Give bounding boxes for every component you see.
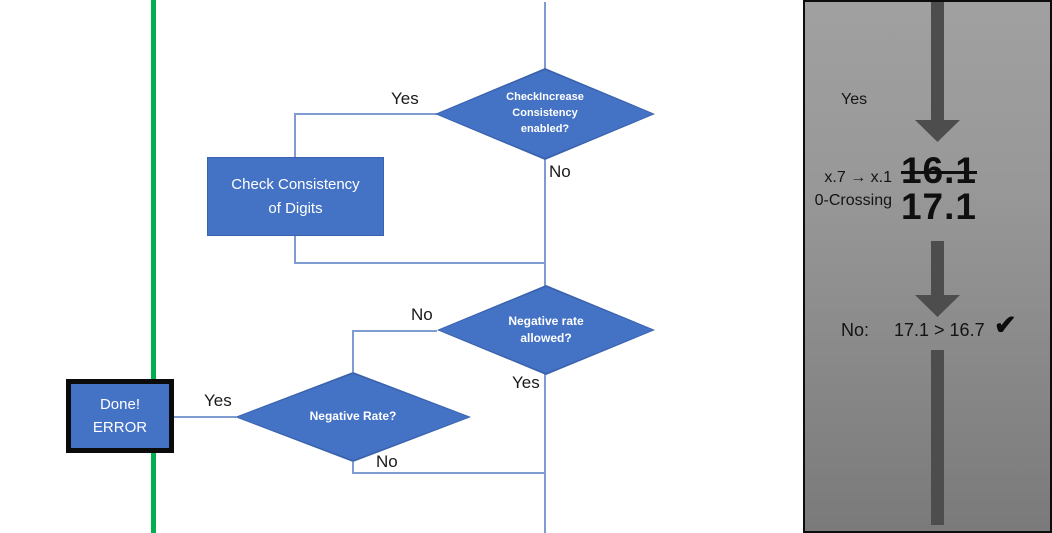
decision-negative-rate: Negative Rate? bbox=[235, 372, 471, 462]
process-check-consistency-of-digits: Check Consistency of Digits bbox=[207, 157, 384, 236]
yes1-connector-horizontal bbox=[295, 113, 437, 115]
green-guide-line bbox=[151, 0, 156, 533]
no3-connector-horizontal bbox=[352, 472, 545, 474]
checkmark-icon: ✔ bbox=[994, 310, 1017, 340]
decision2-text-line2: allowed? bbox=[520, 331, 572, 345]
terminator-done-error: Done! ERROR bbox=[66, 379, 174, 453]
decision-check-increase-consistency: CheckIncrease Consistency enabled? bbox=[435, 68, 655, 160]
decision-negative-rate-allowed: Negative rate allowed? bbox=[437, 285, 655, 375]
done-text-line2: ERROR bbox=[92, 419, 148, 436]
process-out-connector-horizontal bbox=[294, 262, 545, 264]
down-arrow-shaft-3 bbox=[931, 350, 944, 525]
old-value-strikethrough: 16.1 bbox=[900, 150, 977, 191]
yes1-connector-vertical bbox=[294, 113, 296, 157]
decision2-text-line1: Negative rate bbox=[508, 313, 584, 328]
down-arrow-head-1 bbox=[915, 120, 960, 142]
decision1-text-line1: CheckIncrease bbox=[506, 91, 584, 104]
decision1-text-line2: Consistency bbox=[512, 107, 578, 120]
new-value: 17.1 bbox=[900, 186, 977, 227]
crossing-annotation-line1: x.7 → x.1 bbox=[824, 169, 892, 186]
down-arrow-head-2 bbox=[915, 295, 960, 317]
main-vertical-connector bbox=[544, 2, 546, 533]
branch-label-no2: No bbox=[411, 305, 433, 324]
no2-connector-vertical bbox=[352, 330, 354, 372]
crossing-annotation: x.7 → x.1 0-Crossing bbox=[805, 166, 892, 212]
panel-yes-label: Yes bbox=[841, 91, 868, 108]
branch-label-yes3: Yes bbox=[204, 391, 232, 410]
process-text-line1: Check Consistency bbox=[231, 176, 360, 194]
process-text-line2: of Digits bbox=[268, 199, 323, 217]
value-correction: 16.1 17.1 bbox=[893, 150, 985, 227]
down-arrow-shaft-1 bbox=[931, 2, 944, 120]
panel-no-label: No: bbox=[841, 320, 870, 340]
branch-label-no3: No bbox=[376, 452, 398, 471]
done-connector-horizontal bbox=[174, 416, 236, 418]
crossing-annotation-line2: 0-Crossing bbox=[814, 192, 892, 209]
comparison-text: 17.1 > 16.7 bbox=[894, 320, 985, 340]
branch-label-no1: No bbox=[549, 162, 571, 181]
done-text-line1: Done! bbox=[99, 395, 140, 413]
branch-label-yes2: Yes bbox=[512, 373, 540, 392]
example-trace-panel: Yes x.7 → x.1 0-Crossing 16.1 17.1 No: 1… bbox=[803, 0, 1052, 533]
down-arrow-shaft-2 bbox=[931, 241, 944, 295]
process-out-connector-vertical bbox=[294, 236, 296, 264]
no3-connector-vertical bbox=[352, 462, 354, 474]
decision1-text-line3: enabled? bbox=[520, 122, 570, 135]
branch-label-yes1: Yes bbox=[391, 89, 419, 108]
decision3-text-line1: Negative Rate? bbox=[309, 409, 397, 424]
no2-connector-horizontal bbox=[352, 330, 437, 332]
